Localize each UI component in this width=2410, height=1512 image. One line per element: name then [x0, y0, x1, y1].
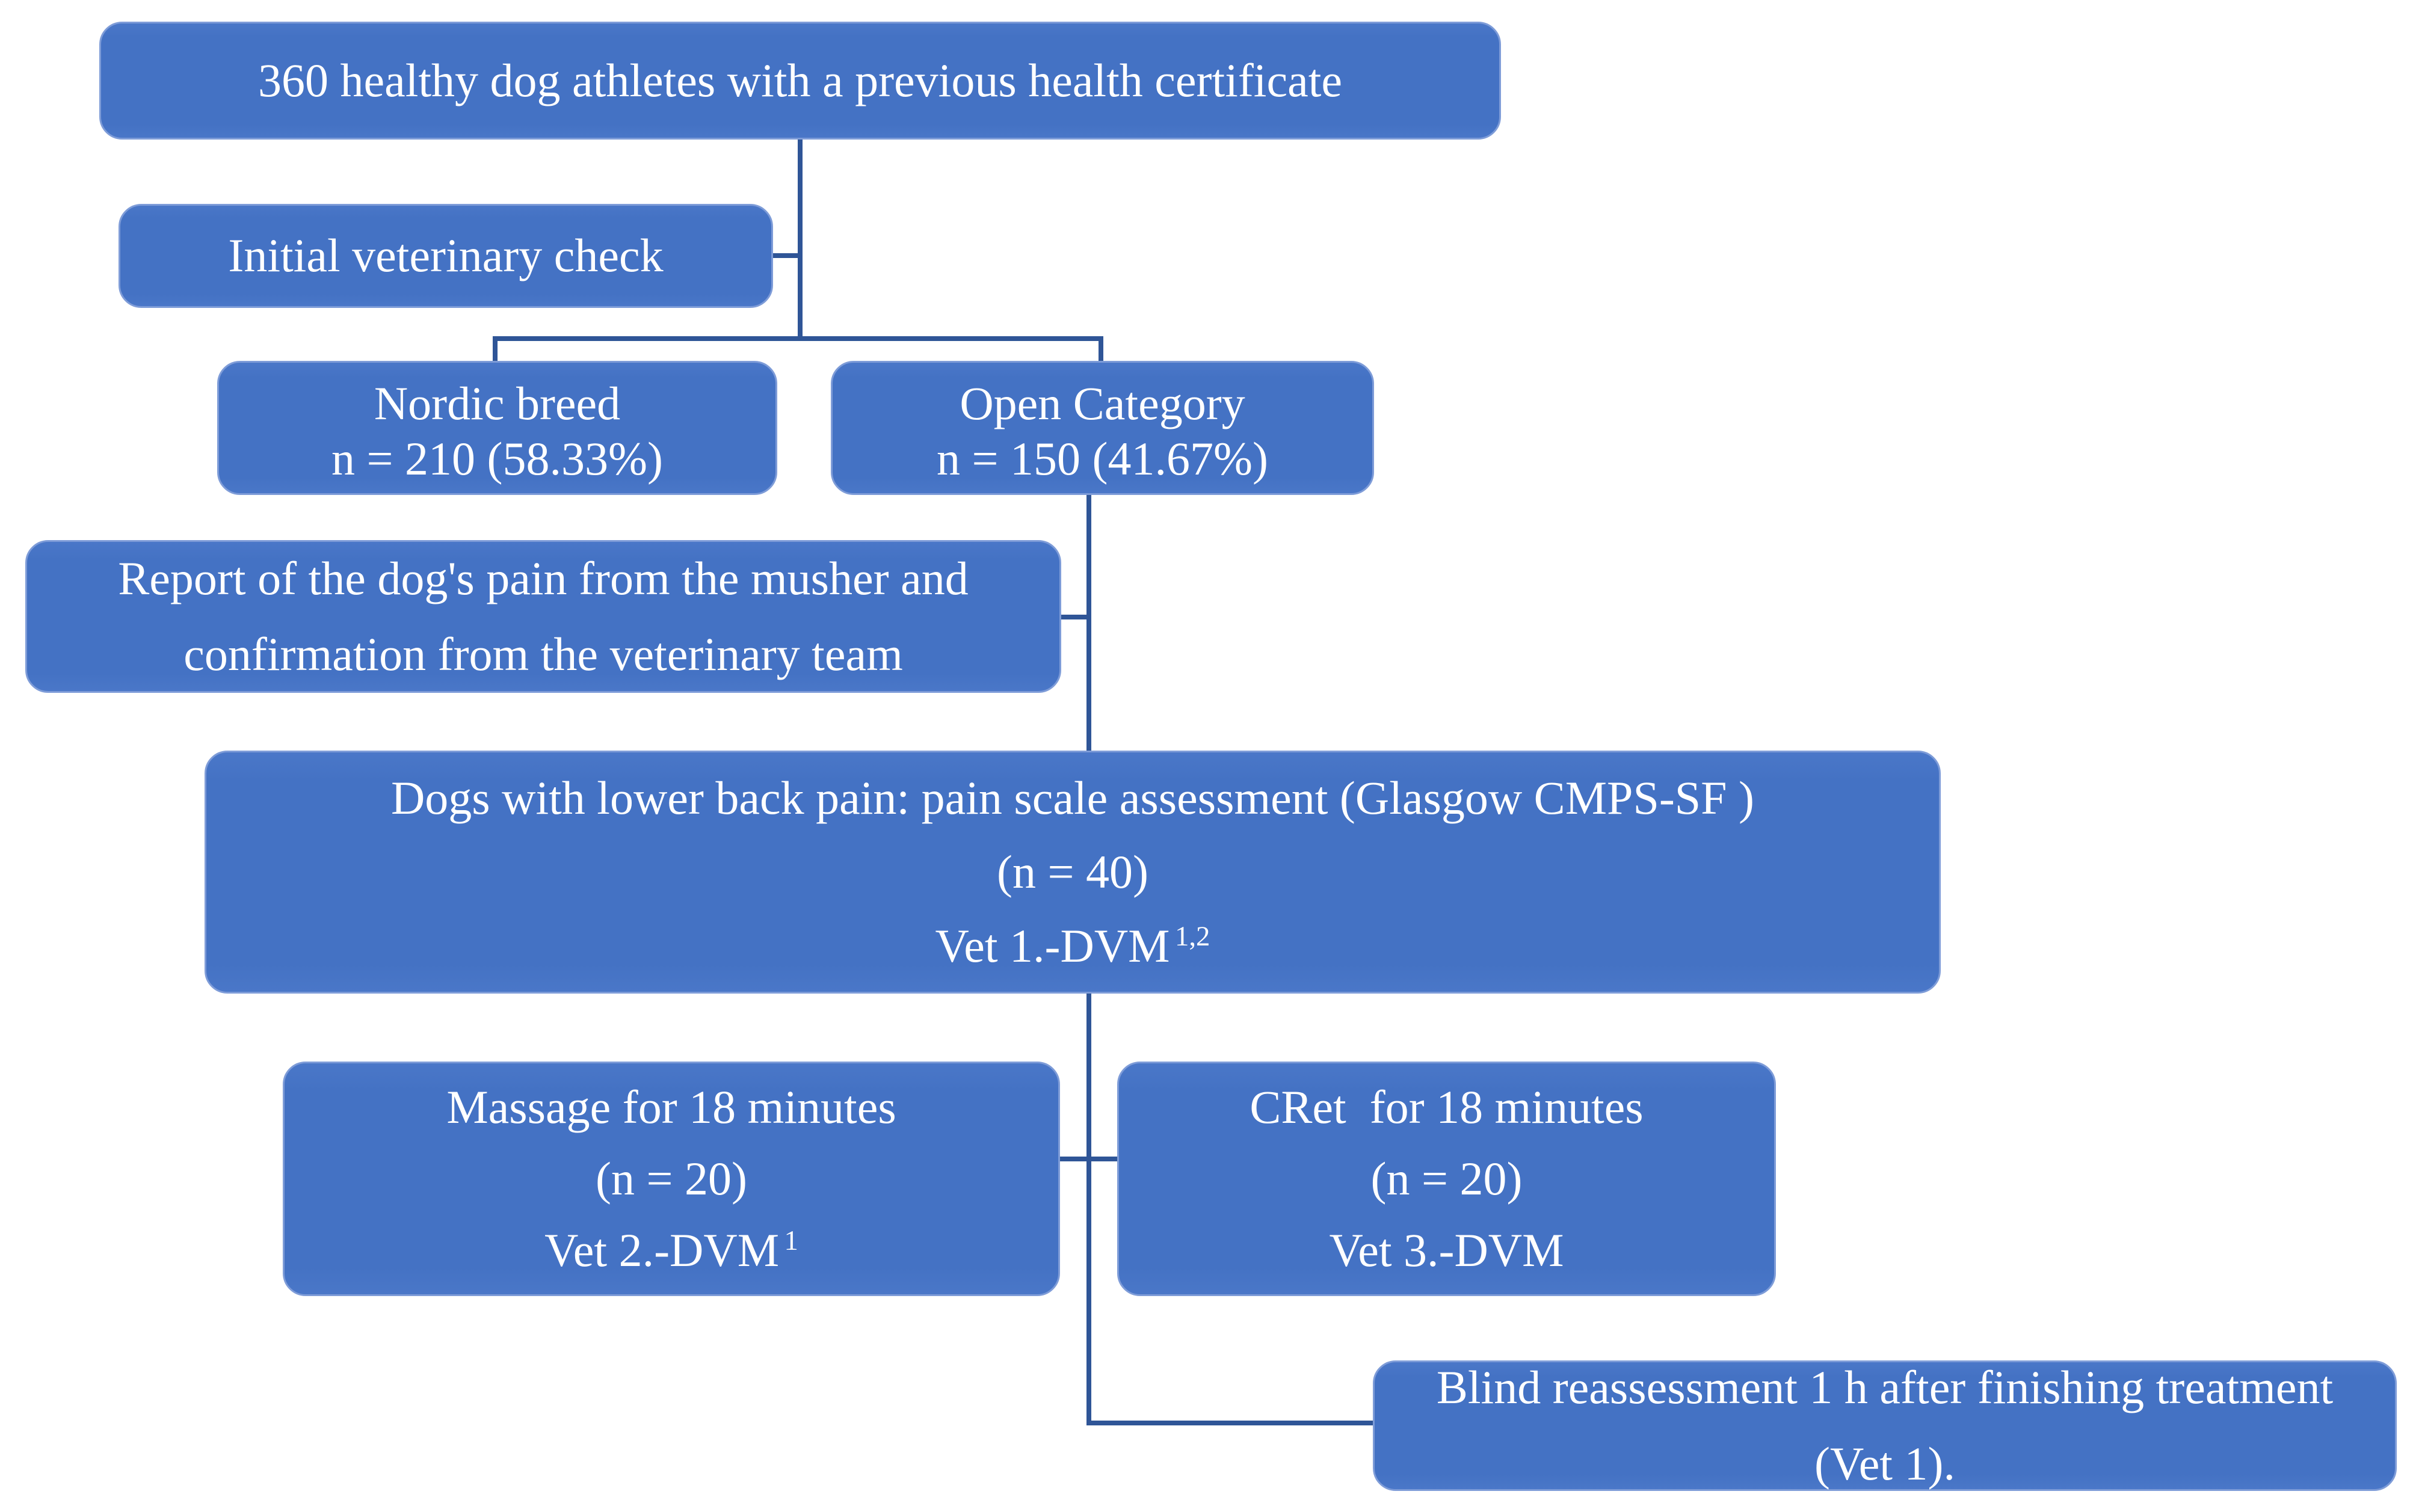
flow-node-massage-group-vet-text: Vet 2.-DVM [544, 1223, 780, 1276]
connector-report-tick [1059, 615, 1089, 619]
flow-node-pain-report-line2: confirmation from the veterinary team [183, 628, 903, 680]
flow-node-cret-group-vet: Vet 3.-DVM [1329, 1223, 1564, 1276]
flow-node-open-category: Open Category n = 150 (41.67%) [831, 361, 1374, 495]
flow-node-nordic-breed: Nordic breed n = 210 (58.33%) [217, 361, 777, 495]
flow-node-pain-scale-assessment: Dogs with lower back pain: pain scale as… [205, 751, 1941, 994]
flow-node-blind-reassessment-line2: (Vet 1). [1814, 1437, 1955, 1490]
flow-node-nordic-breed-title: Nordic breed [374, 377, 621, 429]
flow-node-pain-scale-assessment-line1: Dogs with lower back pain: pain scale as… [390, 771, 1755, 824]
connector-health-to-branch [798, 138, 803, 339]
flow-node-pain-scale-assessment-vet-sup: 1,2 [1174, 921, 1210, 953]
flow-node-blind-reassessment-line1: Blind reassessment 1 h after finishing t… [1436, 1361, 2334, 1414]
flow-node-initial-vet-check-text: Initial veterinary check [228, 229, 664, 282]
flow-node-nordic-breed-count: n = 210 (58.33%) [331, 432, 663, 485]
flow-node-massage-group-count: (n = 20) [596, 1152, 747, 1205]
flow-node-massage-group-line1: Massage for 18 minutes [446, 1081, 896, 1134]
flow-node-open-category-title: Open Category [960, 377, 1245, 429]
flow-node-massage-group: Massage for 18 minutes (n = 20) Vet 2.-D… [283, 1062, 1060, 1296]
connector-treatment-tick [1058, 1157, 1119, 1161]
connector-drop-open [1099, 336, 1103, 363]
connector-branch-horizontal [493, 336, 1103, 341]
flow-node-blind-reassessment: Blind reassessment 1 h after finishing t… [1373, 1360, 2397, 1491]
connector-assessment-to-bottom [1086, 991, 1091, 1425]
flow-node-cret-group-line1: CRet for 18 minutes [1250, 1081, 1644, 1134]
flow-node-initial-vet-check: Initial veterinary check [119, 204, 773, 308]
flow-node-cret-group: CRet for 18 minutes (n = 20) Vet 3.-DVM [1117, 1062, 1776, 1296]
flow-node-pain-report-line1: Report of the dog's pain from the musher… [118, 552, 969, 604]
flow-node-open-category-count: n = 150 (41.67%) [937, 432, 1268, 485]
connector-elbow-to-reassessment [1086, 1421, 1375, 1425]
flow-node-pain-scale-assessment-vet-text: Vet 1.-DVM [935, 920, 1170, 973]
connector-drop-nordic [493, 336, 498, 363]
flow-node-pain-scale-assessment-count: (n = 40) [997, 845, 1148, 898]
flow-node-pain-report: Report of the dog's pain from the musher… [25, 540, 1061, 693]
connector-initial-check-tick [771, 253, 801, 258]
flow-node-health-certificate: 360 healthy dog athletes with a previous… [99, 22, 1501, 140]
flow-node-cret-group-count: (n = 20) [1370, 1152, 1523, 1205]
flow-node-health-certificate-text: 360 healthy dog athletes with a previous… [257, 54, 1343, 106]
flow-node-massage-group-vet-sup: 1 [784, 1225, 798, 1256]
connector-open-to-assessment [1086, 492, 1091, 753]
